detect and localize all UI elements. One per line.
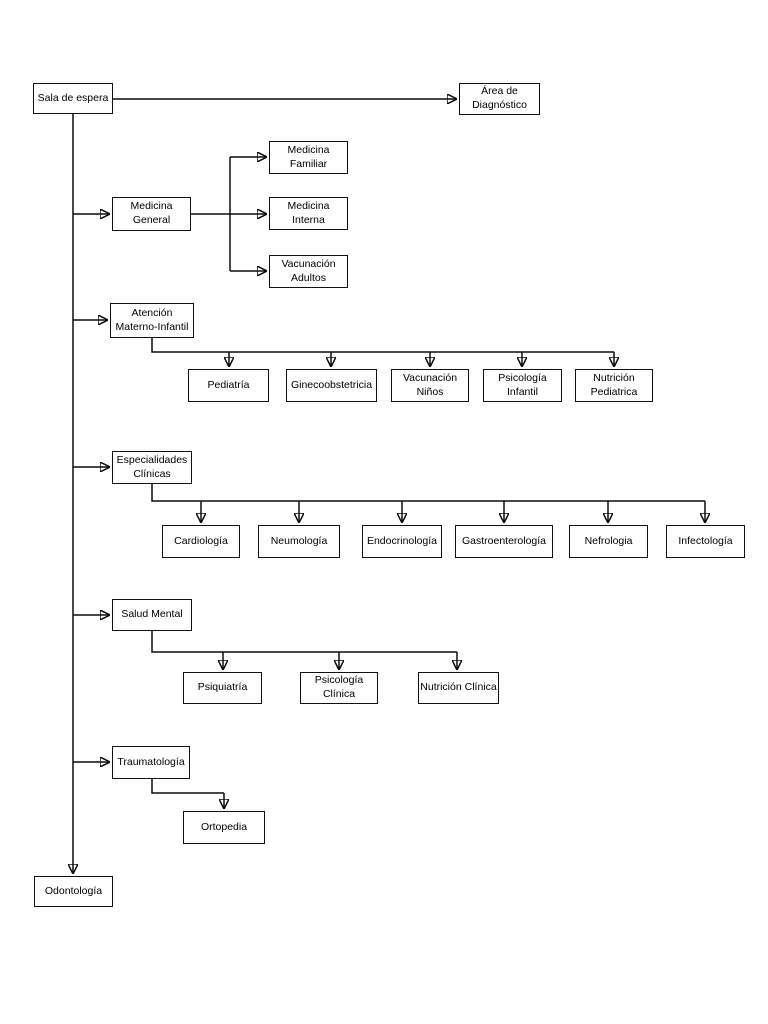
- node-psicologia-clinica: Psicología Clínica: [300, 672, 378, 704]
- node-gastroenterologia: Gastroenterología: [455, 525, 553, 558]
- edge-esp-bus: [151, 484, 705, 502]
- node-psiquiatria: Psiquiatría: [183, 672, 262, 704]
- node-ginecoobstetricia-label: Ginecoobstetricia: [290, 378, 373, 391]
- edge-ami-bus: [151, 338, 614, 353]
- node-especialidades-clinicas: Especialidades Clínicas: [112, 451, 192, 484]
- node-psiquiatria-label: Psiquiatría: [197, 681, 248, 694]
- node-pediatria: Pediatría: [188, 369, 269, 402]
- node-atencion-materno-infantil: Atención Materno-Infantil: [110, 303, 194, 338]
- node-cardiologia: Cardiología: [162, 525, 240, 558]
- node-medicina-general: Medicina General: [112, 197, 191, 231]
- node-area-de-diagnostico-label: Área de Diagnóstico: [472, 85, 527, 111]
- edge-sm-bus: [151, 631, 457, 653]
- node-sala-de-espera-label: Sala de espera: [37, 91, 109, 104]
- node-medicina-interna: Medicina Interna: [269, 197, 348, 230]
- node-odontologia-label: Odontología: [44, 884, 103, 897]
- node-nutricion-pediatrica: Nutrición Pediatrica: [575, 369, 653, 402]
- node-area-de-diagnostico: Área de Diagnóstico: [459, 83, 540, 115]
- node-salud-mental-label: Salud Mental: [121, 608, 183, 621]
- edge-tr-elbow: [151, 779, 224, 794]
- node-ginecoobstetricia: Ginecoobstetricia: [286, 369, 377, 402]
- node-infectologia-label: Infectología: [678, 534, 733, 547]
- node-traumatologia-label: Traumatología: [117, 755, 185, 768]
- node-nefrologia: Nefrologia: [569, 525, 648, 558]
- node-vacunacion-ninos-label: Vacunación Niños: [402, 371, 458, 398]
- node-vacunacion-adultos: Vacunación Adultos: [269, 255, 348, 288]
- node-neumologia-label: Neumología: [270, 534, 328, 547]
- node-pediatria-label: Pediatría: [207, 378, 250, 391]
- node-ortopedia: Ortopedia: [183, 811, 265, 844]
- node-ortopedia-label: Ortopedia: [200, 820, 248, 833]
- node-endocrinologia: Endocrinología: [362, 525, 442, 558]
- node-nutricion-clinica: Nutrición Clínica: [418, 672, 499, 704]
- node-psicologia-infantil-label: Psicología Infantil: [498, 371, 547, 398]
- node-medicina-general-label: Medicina General: [130, 200, 173, 226]
- node-endocrinologia-label: Endocrinología: [366, 534, 438, 547]
- node-vacunacion-ninos: Vacunación Niños: [391, 369, 469, 402]
- node-salud-mental: Salud Mental: [112, 599, 192, 631]
- node-traumatologia: Traumatología: [112, 746, 190, 779]
- node-atencion-materno-infantil-label: Atención Materno-Infantil: [115, 306, 189, 333]
- node-psicologia-clinica-label: Psicología Clínica: [314, 674, 364, 700]
- node-nutricion-pediatrica-label: Nutrición Pediatrica: [590, 371, 638, 398]
- node-especialidades-clinicas-label: Especialidades Clínicas: [116, 453, 188, 480]
- node-sala-de-espera: Sala de espera: [33, 83, 113, 114]
- node-neumologia: Neumología: [258, 525, 340, 558]
- node-nutricion-clinica-label: Nutrición Clínica: [420, 681, 497, 694]
- node-medicina-interna-label: Medicina Interna: [287, 199, 330, 226]
- node-gastroenterologia-label: Gastroenterología: [461, 534, 547, 547]
- node-odontologia: Odontología: [34, 876, 113, 907]
- node-cardiologia-label: Cardiología: [174, 534, 228, 547]
- node-vacunacion-adultos-label: Vacunación Adultos: [281, 257, 336, 284]
- node-medicina-familiar: Medicina Familiar: [269, 141, 348, 174]
- node-infectologia: Infectología: [666, 525, 745, 558]
- node-nefrologia-label: Nefrologia: [584, 534, 633, 547]
- node-medicina-familiar-label: Medicina Familiar: [287, 143, 330, 170]
- node-psicologia-infantil: Psicología Infantil: [483, 369, 562, 402]
